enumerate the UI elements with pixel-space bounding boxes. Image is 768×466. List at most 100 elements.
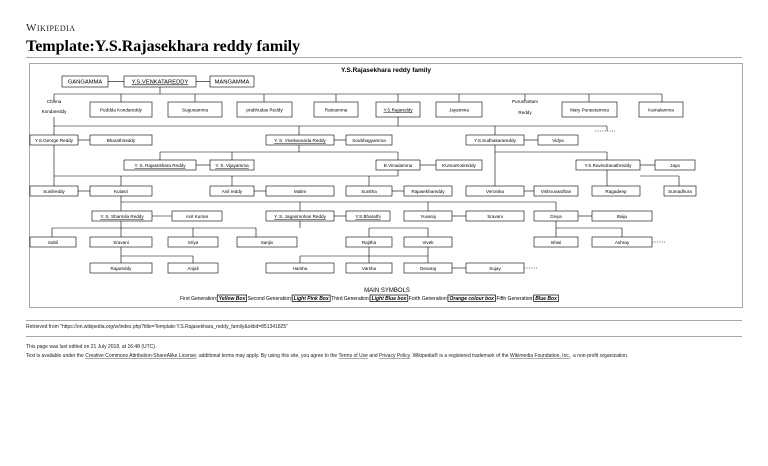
person-box-sudhakar — [465, 134, 525, 146]
wikipedia-wordmark[interactable]: Wikipedia — [26, 22, 76, 34]
person-name-sunitha: Sunitha — [361, 189, 377, 194]
person-puru1: Purushottam — [512, 99, 538, 104]
person-box-veronika — [465, 185, 525, 197]
person-box-vidya — [537, 134, 579, 146]
person-prabhu: prabhudas Reddy — [236, 101, 293, 118]
person-name-rajitha: Rajitha — [362, 240, 377, 245]
person-jagan[interactable]: Y. S. Jaganmohan Reddy — [265, 210, 335, 222]
person-name-mary: Mary Puneetamma — [570, 108, 609, 113]
person-box-malini — [265, 185, 335, 197]
retrieved-from: Retrieved from "https://en.wikipedia.org… — [26, 324, 288, 330]
person-malini: Malini — [265, 185, 335, 197]
person-box-divya — [533, 210, 579, 222]
person-name-sujay: Sujay — [489, 266, 501, 271]
person-name-ashray: Ashray — [615, 240, 630, 245]
person-name-vivek: Y. S. Vivekananda Reddy — [274, 138, 326, 143]
person-name-vimala: B.Vimalamma — [384, 163, 413, 168]
person-name-sriya: Sriya — [188, 240, 199, 245]
person-box-gangamma — [61, 75, 109, 88]
page-title: Template:Y.S.Rajasekhara reddy family — [26, 38, 301, 55]
legend-swatch — [216, 294, 248, 302]
person-name-chinna2: Kondareddy — [42, 109, 67, 114]
person-vishnu: Vishnuvardhan — [533, 185, 579, 197]
person-vivek2: Vivek — [403, 236, 453, 248]
person-box-prabhu — [236, 101, 293, 118]
content-divider — [26, 320, 742, 321]
license-notice: Text is available under the Creative Com… — [26, 353, 628, 359]
diagram-title: Y.S.Rajasekhara reddy family — [341, 67, 431, 74]
connector-lines — [51, 81, 680, 269]
person-box-yuvaraj — [403, 210, 453, 222]
person-name-sravani2: Sravani — [113, 240, 129, 245]
person-vivek[interactable]: Y. S. Vivekananda Reddy — [265, 134, 335, 146]
person-harsha: Harsha — [265, 262, 335, 274]
person-name-kamala: Kamalamma — [648, 108, 674, 113]
legend-box-name: Blue Box — [535, 296, 557, 302]
legend-box-name: Orange colour box — [449, 296, 494, 302]
legend-label: First Generation: — [180, 296, 217, 302]
person-ysv[interactable]: Y.S.VENKATAREDDY — [123, 75, 197, 88]
person-sahil: Sahil — [29, 236, 77, 248]
person-soubhag: Soubhagyamma — [345, 134, 393, 146]
legend-box-name: Light Pink Box — [294, 296, 329, 302]
person-gangamma: GANGAMMA — [61, 75, 109, 88]
person-vimala: B.Vimalamma — [375, 159, 421, 171]
cc-license-link[interactable]: Creative Commons Attribution-ShareAlike … — [85, 353, 197, 359]
person-puru2: Reddy — [518, 110, 532, 115]
person-name-rajasekhar: Rajasekhareddy — [411, 189, 445, 194]
person-box-vivek2 — [403, 236, 453, 248]
person-name-ratna: Ratnamma — [325, 108, 348, 113]
person-name-puru2: Reddy — [518, 110, 532, 115]
person-anilkumar: Anil Kumar — [171, 210, 223, 222]
person-vijaya[interactable]: Y. S. Vijayamma — [209, 159, 255, 171]
legend-swatch — [447, 294, 496, 302]
title-divider — [26, 57, 742, 58]
person-box-bharathi1 — [89, 134, 153, 146]
person-name-prabhu: prabhudas Reddy — [246, 108, 283, 113]
person-box-vivek — [265, 134, 335, 146]
legend-swatch — [291, 294, 331, 302]
person-name-raja: Rajareddy — [111, 266, 133, 271]
person-pedda: Peddda Kondareddy — [89, 101, 153, 118]
person-name-ysgeorge: Y.S.George Reddy — [35, 138, 74, 143]
person-name-mangamma: MANGAMMA — [215, 80, 250, 86]
person-ashray: Ashray — [591, 236, 653, 248]
person-box-raja — [89, 262, 153, 274]
person-sharmila[interactable]: Y. S. Sharmila Reddy — [91, 210, 153, 222]
person-varsha: Varsha — [345, 262, 393, 274]
person-sriya: Sriya — [167, 236, 219, 248]
person-kumar: KUmarKotireddy — [435, 159, 483, 171]
person-name-vishnu: Vishnuvardhan — [541, 189, 572, 194]
person-box-sravani1 — [465, 210, 525, 222]
person-sanjiv: Sanjiv — [236, 236, 298, 248]
person-anil: Anil reddy — [209, 185, 255, 197]
family-tree-frame — [29, 63, 743, 308]
person-box-kulasri — [89, 185, 153, 197]
person-ysr[interactable]: Y. S. Rajasekhara Reddy — [123, 159, 197, 171]
person-name-sravani1: Sravani — [487, 214, 503, 219]
license-text-2: ; additional terms may apply. By using t… — [196, 353, 339, 359]
person-name-vivek2: Vivek — [422, 240, 434, 245]
person-name-yuvaraj: Yuvaraj — [420, 214, 435, 219]
person-sravani2: Sravani — [89, 236, 153, 248]
person-box-varsha — [345, 262, 393, 274]
legend-swatch — [369, 294, 409, 302]
person-name-ragadeep: Ragadeep — [605, 189, 627, 194]
person-box-vishnu — [533, 185, 579, 197]
person-box-anjali — [167, 262, 219, 274]
person-ysraja[interactable]: Y.S.Rajareddy — [375, 101, 421, 118]
person-name-harsha: Harsha — [293, 266, 308, 271]
person-name-sharmila: Y. S. Sharmila Reddy — [100, 214, 144, 219]
person-jayamma: Jayamma — [435, 101, 483, 118]
person-ravindra: Y.S.Ravindranathreddy — [575, 159, 641, 171]
person-divya: Divya — [533, 210, 579, 222]
license-text-5: , a non-profit organization. — [570, 353, 629, 359]
privacy-policy-link[interactable]: Privacy Policy — [379, 353, 410, 359]
person-baiju: Baiju — [591, 210, 653, 222]
legend-heading: MAIN SYMBOLS — [364, 288, 410, 294]
person-rajasekhar: Rajasekhareddy — [403, 185, 453, 197]
person-bharathi2[interactable]: Y.S.Bharathi — [345, 210, 391, 222]
wikimedia-foundation-link[interactable]: Wikimedia Foundation, Inc. — [509, 353, 571, 359]
terms-of-use-link[interactable]: Terms of Use — [338, 353, 368, 359]
person-name-malini: Malini — [294, 189, 306, 194]
